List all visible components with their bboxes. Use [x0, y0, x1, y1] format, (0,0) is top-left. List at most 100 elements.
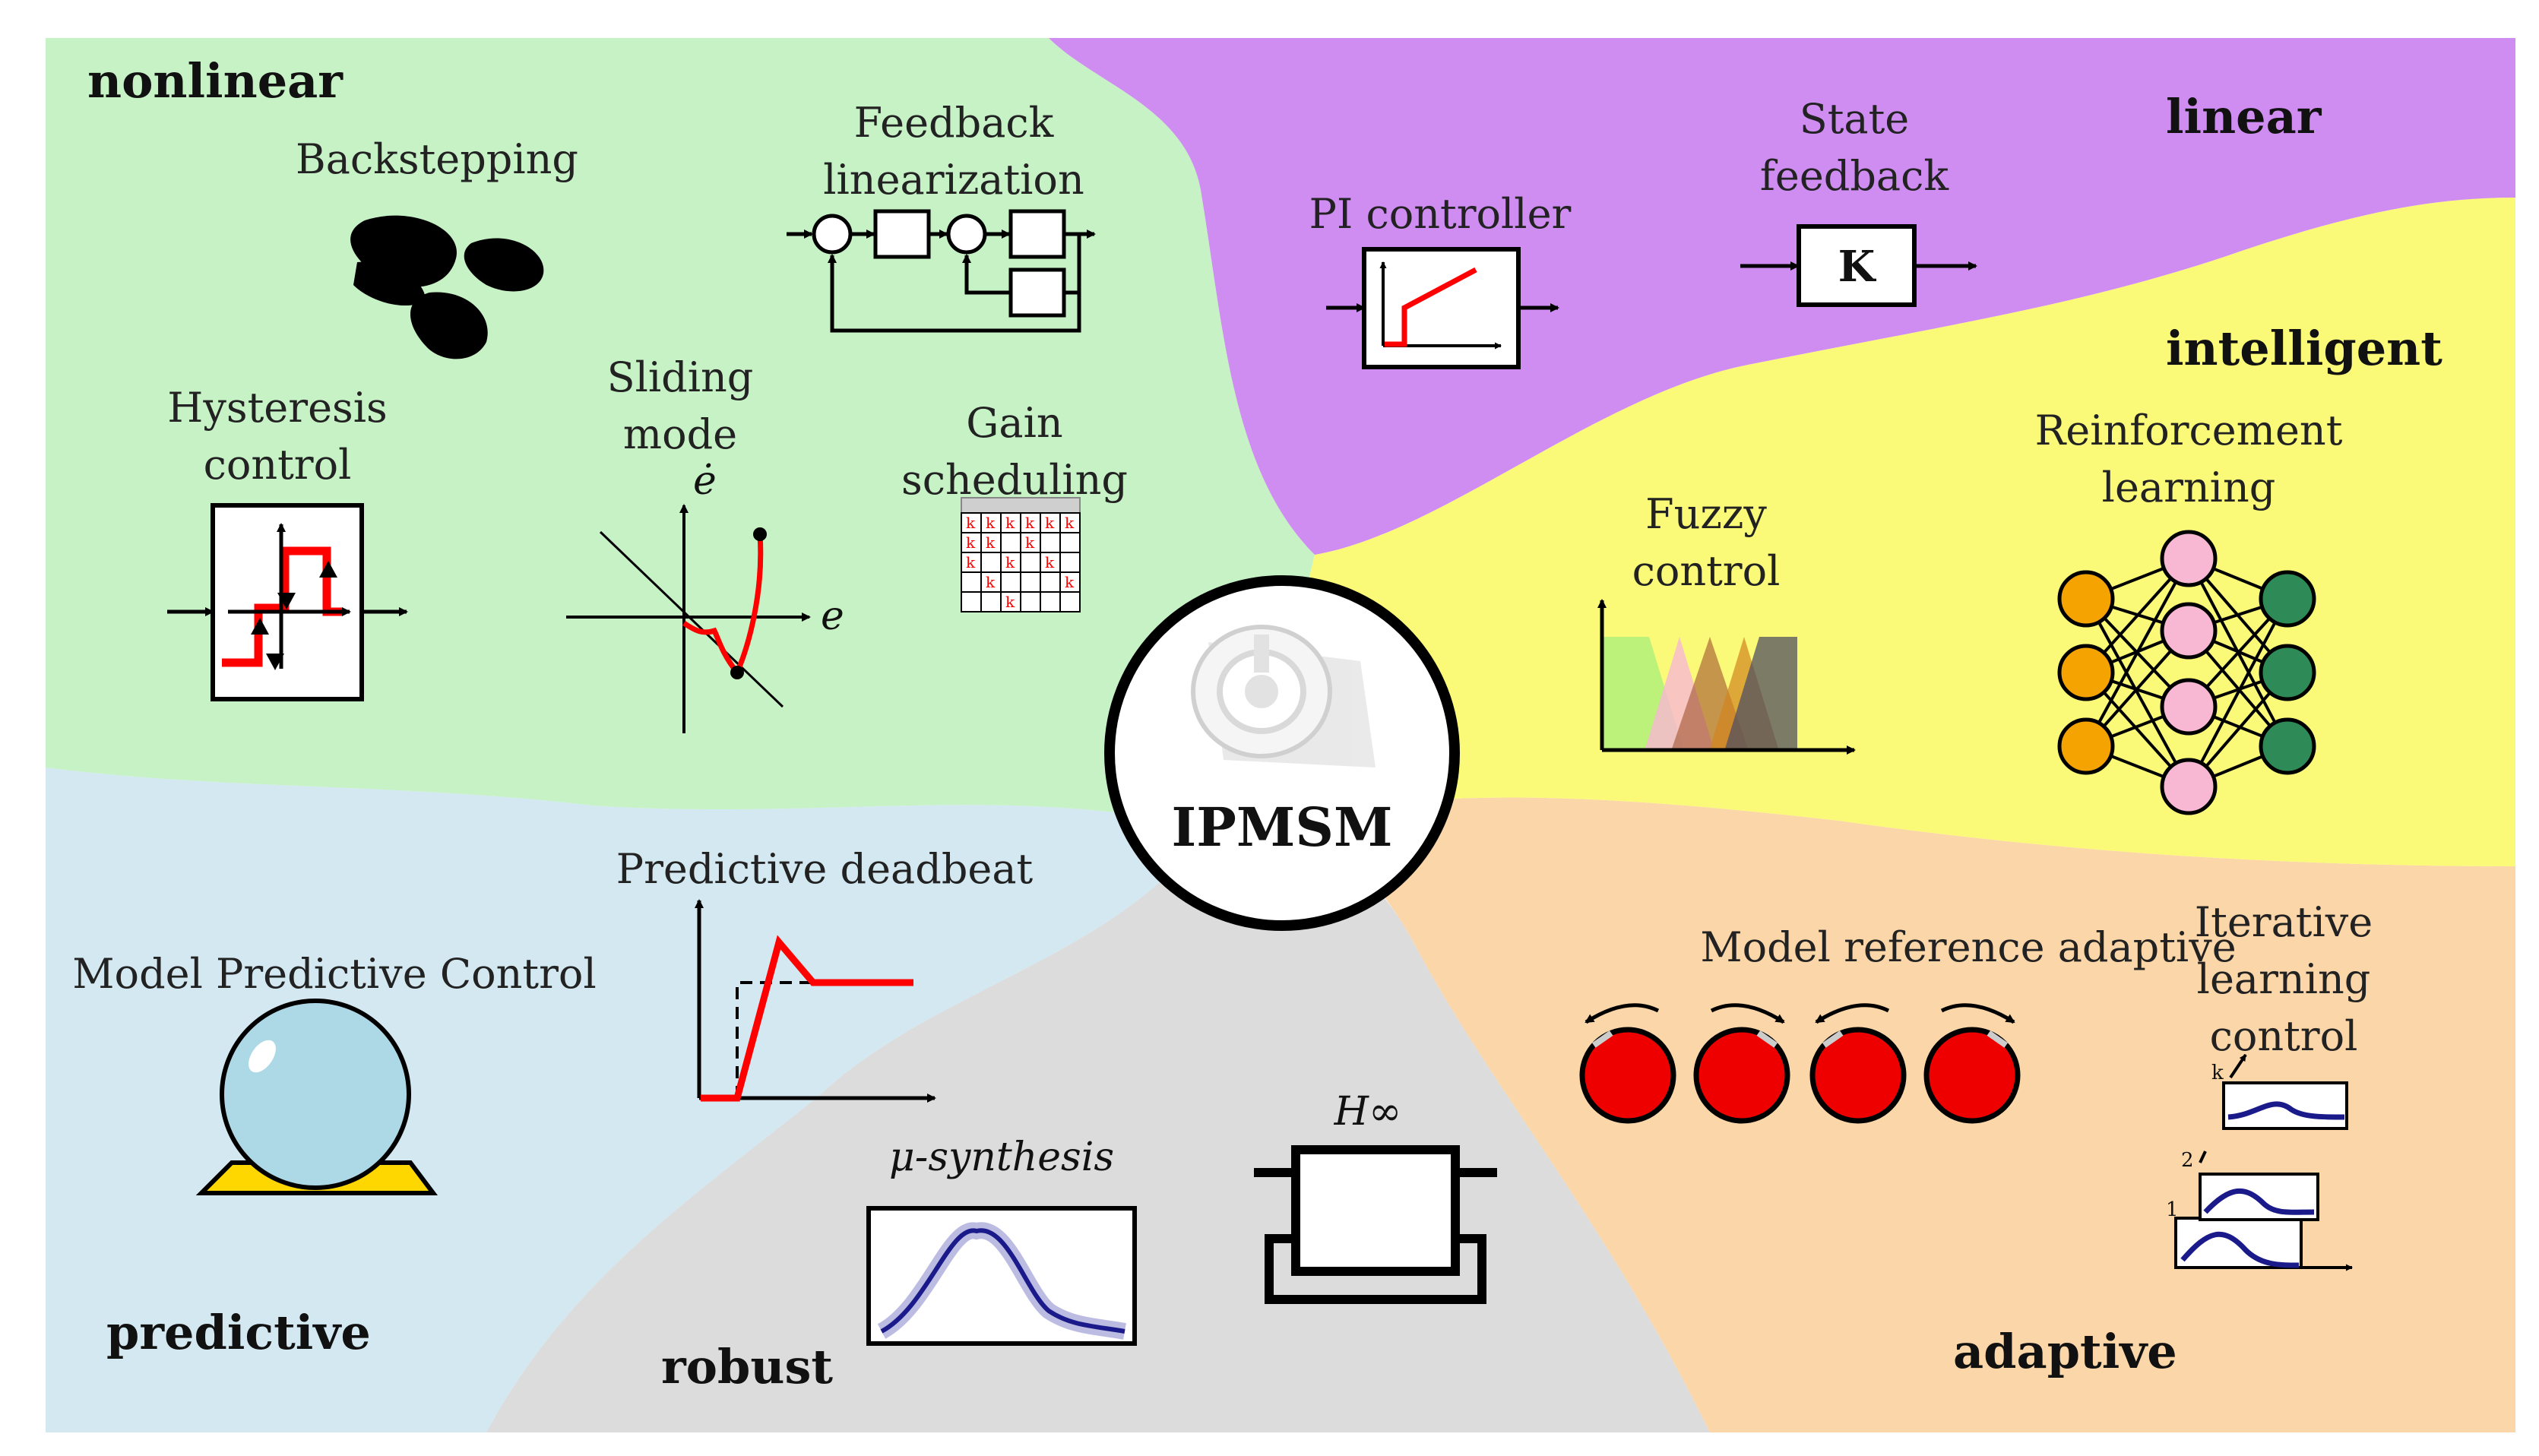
- nn-node: [2057, 570, 2115, 628]
- region-title-linear: linear: [2166, 89, 2322, 144]
- region-title-predictive: predictive: [106, 1305, 371, 1360]
- feedback-linearization-group: Feedback linearization: [787, 99, 1096, 333]
- fuzzy-group: Fuzzy control: [1597, 490, 1856, 755]
- gain-cell: k: [986, 573, 996, 591]
- reinforcement-label-1: Reinforcement: [2035, 407, 2343, 454]
- region-adaptive: [1284, 797, 2515, 1432]
- backstepping-label: Backstepping: [296, 135, 578, 183]
- region-linear: [1049, 38, 2515, 555]
- iteration-stack-icon: k 2 1: [2166, 1053, 2353, 1271]
- nn-node: [2259, 644, 2316, 701]
- gain-cell: k: [1005, 553, 1015, 571]
- gain-scheduling-label-1: Gain: [966, 399, 1062, 447]
- region-title-robust: robust: [661, 1339, 833, 1394]
- state-feedback-label-2: feedback: [1760, 152, 1949, 200]
- h-infinity-group: H∞: [1254, 1089, 1497, 1304]
- ilc-label-3: control: [2210, 1012, 2358, 1060]
- sliding-x-axis-label: e: [821, 593, 844, 639]
- deadbeat-group: Predictive deadbeat: [616, 845, 1034, 1103]
- pi-controller-label: PI controller: [1309, 190, 1572, 238]
- gain-cell: k: [1025, 533, 1035, 552]
- nn-node: [2259, 717, 2316, 775]
- nn-node: [2160, 530, 2218, 587]
- fuzzy-label-1: Fuzzy: [1645, 490, 1767, 538]
- ilc-label-1: Iterative: [2195, 898, 2373, 946]
- nn-node: [2160, 758, 2218, 815]
- reinforcement-label-2: learning: [2102, 464, 2276, 511]
- mrac-ball: [1693, 1027, 1790, 1124]
- mrac-label: Model reference adaptive: [1700, 923, 2236, 971]
- h-infinity-block: [1254, 1145, 1497, 1304]
- state-feedback-label-1: State: [1800, 95, 1910, 143]
- gain-cell: k: [1005, 514, 1015, 532]
- ilc-label-2: learning: [2197, 955, 2371, 1003]
- gain-cell: k: [1005, 593, 1015, 611]
- feedback-linearization-block-diagram: [787, 209, 1096, 333]
- nn-node: [2259, 570, 2316, 628]
- mrac-group: Model reference adaptive: [1579, 923, 2237, 1124]
- sliding-mode-phase-plot: e ė: [566, 458, 844, 733]
- pi-controller-group: PI controller: [1309, 190, 1572, 369]
- gain-cell: k: [966, 533, 976, 552]
- nn-node: [2057, 717, 2115, 775]
- h-infinity-label: H∞: [1334, 1089, 1402, 1135]
- hysteresis-label-1: Hysteresis: [167, 384, 387, 432]
- mrac-ball: [1809, 1027, 1907, 1124]
- deadbeat-label: Predictive deadbeat: [616, 845, 1034, 893]
- sliding-y-axis-label: ė: [693, 458, 717, 504]
- sliding-mode-group: Sliding mode e ė: [566, 353, 844, 733]
- mu-synthesis-label: μ-synthesis: [889, 1135, 1114, 1180]
- gain-cell: k: [1045, 514, 1055, 532]
- gain-cell: k: [966, 514, 976, 532]
- feedback-linearization-label-1: Feedback: [854, 99, 1055, 147]
- mrac-ball: [1923, 1027, 2021, 1124]
- reinforcement-learning-group: Reinforcement learning: [2035, 407, 2343, 815]
- gain-block-label: K: [1838, 242, 1877, 292]
- ilc-iteration-1: 1: [2166, 1198, 2179, 1221]
- gain-cell: k: [1065, 514, 1075, 532]
- gain-cell: k: [1065, 573, 1075, 591]
- nn-node: [2057, 644, 2115, 701]
- nn-node: [2160, 602, 2218, 660]
- ipmsm-label: IPMSM: [1172, 796, 1393, 859]
- region-title-intelligent: intelligent: [2166, 321, 2442, 376]
- hysteresis-icon: [167, 503, 408, 701]
- mpc-label: Model Predictive Control: [72, 950, 596, 998]
- motor-icon: [1191, 625, 1376, 768]
- region-robust: [486, 827, 1710, 1432]
- balancing-balls-icon: [1579, 1003, 2021, 1124]
- gain-cell: k: [966, 553, 976, 571]
- ipmsm-center: IPMSM: [1104, 575, 1460, 931]
- fuzzy-label-2: control: [1632, 547, 1781, 595]
- state-feedback-group: State feedback K: [1740, 95, 1977, 307]
- region-predictive: [46, 768, 1208, 1432]
- ilc-group: Iterative learning control k 2 1: [2166, 898, 2373, 1271]
- gain-cell: k: [986, 533, 996, 552]
- region-title-adaptive: adaptive: [1953, 1324, 2177, 1379]
- gain-cell: k: [1025, 514, 1035, 532]
- hysteresis-group: Hysteresis control: [167, 384, 408, 701]
- neural-network-icon: [2057, 530, 2316, 815]
- gain-cell: k: [986, 514, 996, 532]
- deadbeat-response-plot: [695, 899, 936, 1103]
- mu-synthesis-group: μ-synthesis: [866, 1135, 1137, 1346]
- gain-block: [1797, 224, 1917, 307]
- membership-functions-icon: [1597, 599, 1856, 755]
- sliding-mode-label-1: Sliding: [607, 353, 754, 401]
- gain-cell: k: [1045, 553, 1055, 571]
- hysteresis-label-2: control: [204, 441, 352, 489]
- mrac-ball: [1579, 1027, 1676, 1124]
- nn-node: [2160, 678, 2218, 736]
- pi-step-response-box: [1362, 247, 1521, 369]
- mpc-group: Model Predictive Control: [72, 950, 597, 1195]
- ilc-iteration-k: k: [2211, 1062, 2224, 1084]
- feedback-linearization-label-2: linearization: [823, 156, 1084, 204]
- sliding-mode-label-2: mode: [623, 410, 737, 458]
- gain-scheduling-label-2: scheduling: [901, 456, 1128, 504]
- backstepping-group: Backstepping: [296, 135, 578, 359]
- footprints-icon: [350, 215, 544, 359]
- crystal-ball-icon: [195, 999, 438, 1195]
